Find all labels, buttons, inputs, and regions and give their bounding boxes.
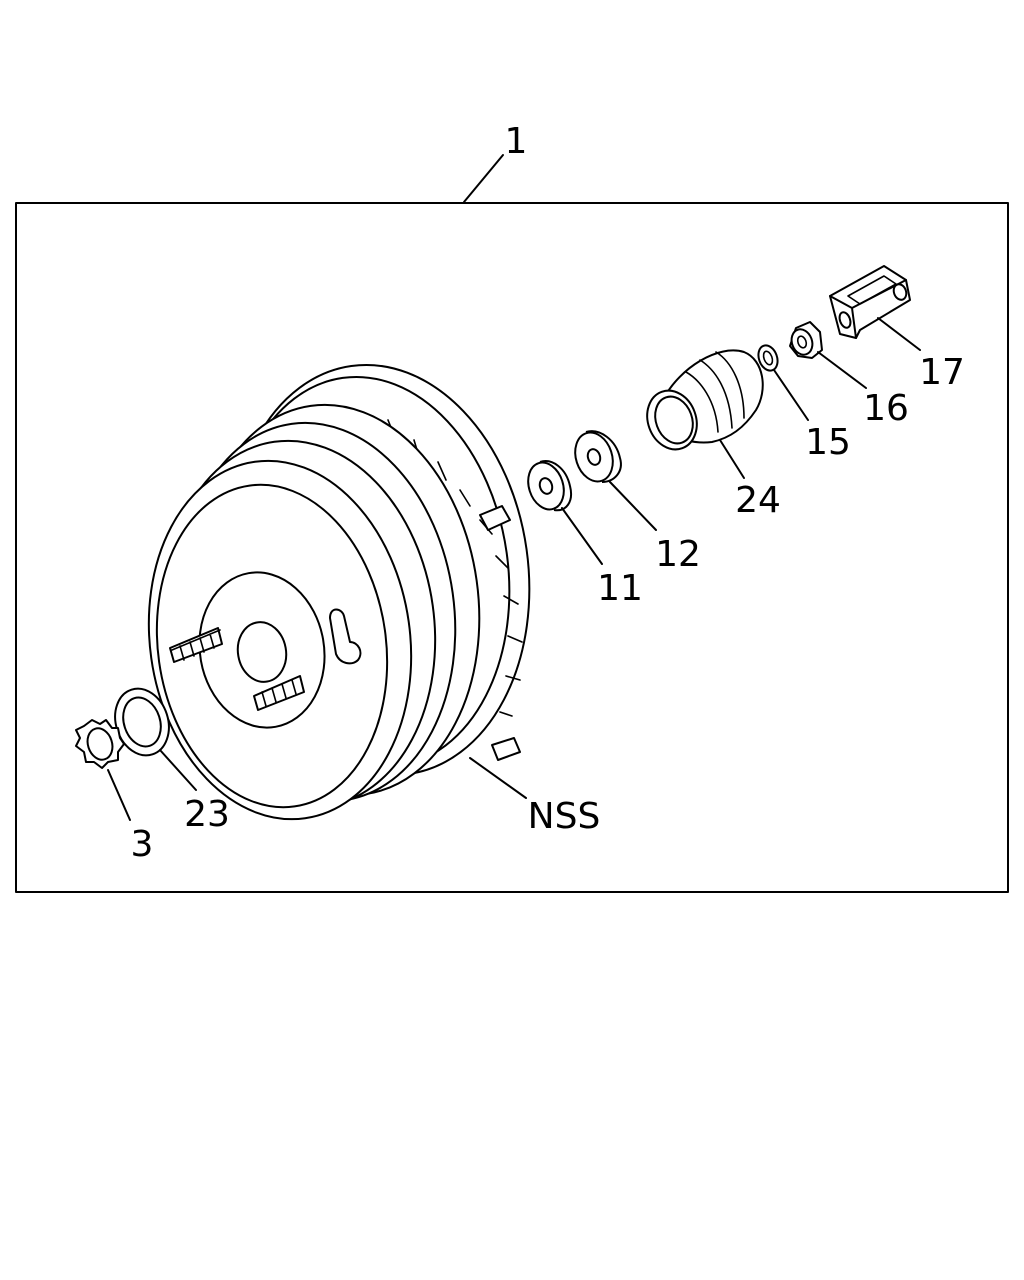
callout-3: 3 xyxy=(131,824,154,865)
front-stud-left-threads xyxy=(171,629,221,661)
leader-line-17 xyxy=(877,317,921,351)
callout-15: 15 xyxy=(805,422,851,463)
leader-line-23 xyxy=(159,749,197,791)
clevis-icon xyxy=(829,265,911,339)
washer-icon xyxy=(757,344,779,372)
spacer-icon-b xyxy=(574,430,622,483)
boot-bellows xyxy=(685,351,745,433)
callout-nss: NSS xyxy=(528,796,601,837)
callout-16: 16 xyxy=(863,388,909,429)
center-bore xyxy=(236,621,288,683)
callout-1: 1 xyxy=(505,121,528,162)
boot-mouth xyxy=(646,389,698,451)
spacer-12-hole xyxy=(586,448,602,466)
callout-17: 17 xyxy=(919,352,965,393)
rear-stud-lower xyxy=(491,737,521,761)
nut-icon xyxy=(789,321,823,359)
spacer-11-face xyxy=(527,461,565,511)
leader-line-3 xyxy=(107,769,131,821)
callout-24: 24 xyxy=(735,480,781,521)
assembly-frame xyxy=(15,202,1009,893)
rear-stud-upper xyxy=(479,505,511,531)
front-stud-right xyxy=(253,675,305,711)
leader-line-nss xyxy=(469,757,527,799)
leader-line-16 xyxy=(817,351,867,389)
boot-icon xyxy=(646,349,764,451)
leader-line-1 xyxy=(463,154,504,203)
seal-icon xyxy=(114,687,170,757)
lock-washer-icon xyxy=(75,719,125,769)
boot-mouth-inner xyxy=(654,395,694,445)
spacer-icon xyxy=(527,460,572,512)
callout-23: 23 xyxy=(184,794,230,835)
callout-12: 12 xyxy=(655,534,701,575)
seal-inner xyxy=(122,696,162,748)
lock-washer-hole xyxy=(86,727,114,761)
leader-line-15 xyxy=(773,369,809,421)
lock-washer-teeth xyxy=(75,719,125,769)
leader-line-11 xyxy=(561,507,603,565)
washer-inner xyxy=(762,350,774,366)
booster-front-ring xyxy=(155,483,389,809)
spacer-11-hole xyxy=(538,477,554,495)
leader-line-12 xyxy=(609,481,657,531)
front-stud-right-threads xyxy=(261,679,297,707)
leader-line-24 xyxy=(719,439,745,479)
nut-face xyxy=(790,328,814,356)
brake-booster-icon xyxy=(147,363,531,821)
callout-11: 11 xyxy=(597,568,643,609)
washer-outer xyxy=(757,344,779,372)
spacer-12-face xyxy=(574,431,614,483)
vacuum-fitting xyxy=(329,608,362,665)
clevis-pin-hole xyxy=(838,311,852,329)
clevis-side-hole xyxy=(892,283,908,301)
front-stud-left xyxy=(169,627,223,663)
nut-hole xyxy=(796,335,808,349)
